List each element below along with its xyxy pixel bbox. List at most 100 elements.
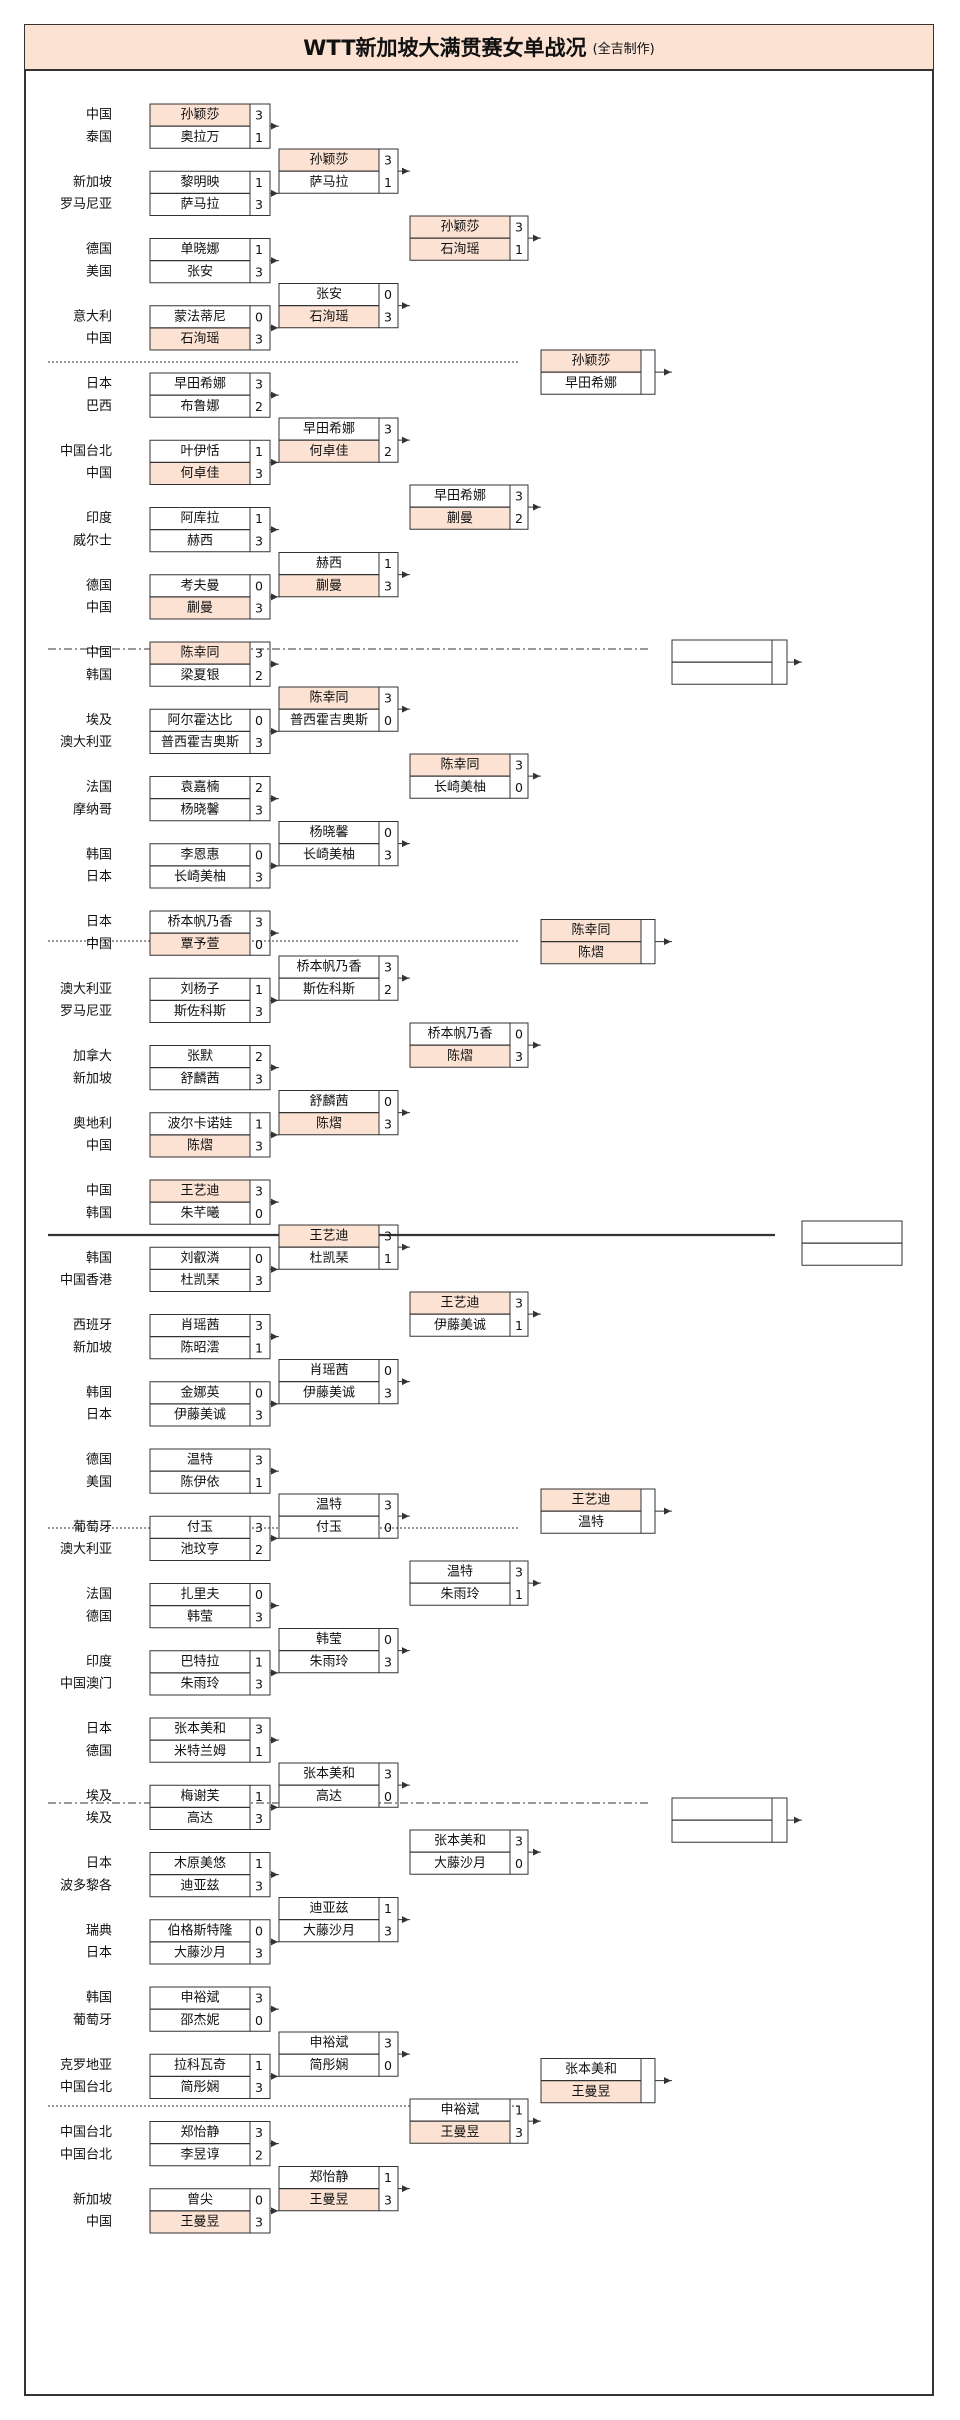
arrow-head [533, 1310, 540, 1318]
arrow-head [271, 996, 278, 1004]
player-box [149, 1605, 251, 1629]
player-box [540, 941, 642, 965]
arrow-head [533, 1848, 540, 1856]
player-name: 黎明映 [180, 175, 219, 190]
arrow-head [271, 324, 278, 332]
arrow-head [402, 705, 409, 713]
player-name: 普西霍吉奥斯 [161, 735, 239, 750]
player-name: 蒯曼 [316, 578, 342, 593]
player-name: 张安 [316, 287, 342, 302]
player-name: 陈熠 [187, 1138, 213, 1154]
player-country: 印度 [86, 510, 112, 526]
player-name: 扎里夫 [180, 1587, 219, 1602]
player-name: 王曼昱 [571, 2084, 610, 2099]
arrow-head [664, 938, 671, 946]
player-score: 0 [384, 2058, 392, 2073]
player-score: 0 [384, 1094, 392, 1109]
player-country: 罗马尼亚 [60, 1004, 112, 1019]
player-score: 3 [255, 197, 263, 212]
player-name: 朱芊曦 [180, 1205, 219, 1221]
player-name: 申裕斌 [440, 2103, 479, 2118]
player-country: 埃及 [86, 1789, 112, 1804]
player-country: 泰国 [86, 130, 112, 145]
player-country: 埃及 [86, 713, 112, 728]
player-score: 0 [384, 1363, 392, 1378]
player-name: 拉科瓦奇 [174, 2057, 226, 2073]
player-country: 澳大利亚 [60, 734, 112, 750]
player-score: 3 [515, 758, 523, 773]
player-score: 2 [255, 1049, 263, 1064]
player-score: 1 [384, 556, 392, 571]
player-name: 蒯曼 [447, 511, 473, 526]
player-score: 3 [255, 1071, 263, 1086]
player-score: 2 [255, 1542, 263, 1557]
player-box [149, 1739, 251, 1763]
player-name: 杨晓馨 [180, 801, 219, 817]
player-score: 3 [384, 422, 392, 437]
player-name: 赫西 [316, 556, 342, 571]
player-score: 3 [255, 1318, 263, 1333]
player-score: 3 [515, 489, 523, 504]
player-box [801, 1220, 903, 1244]
player-country: 中国 [86, 601, 112, 616]
player-box [671, 1819, 773, 1843]
arrow-head [402, 2185, 409, 2193]
player-box [149, 1067, 251, 1091]
player-score: 3 [255, 1273, 263, 1288]
player-name: 石洵瑶 [180, 332, 219, 347]
player-country: 德国 [86, 242, 112, 257]
player-box [149, 1470, 251, 1494]
player-country: 印度 [86, 1653, 112, 1669]
arrow-head [271, 2005, 278, 2013]
player-name: 张安 [187, 264, 213, 279]
arrow-head [271, 1871, 278, 1879]
player-score: 3 [384, 847, 392, 862]
player-name: 萨马拉 [309, 175, 348, 190]
page-title: WTT新加坡大满贯赛女单战况 (全吉制作) [25, 25, 933, 71]
player-box [149, 394, 251, 418]
player-name: 木原美悠 [174, 1856, 226, 1871]
player-box [409, 1851, 511, 1875]
player-box [149, 2210, 251, 2234]
player-name: 陈幸同 [180, 645, 219, 661]
player-score: 3 [255, 264, 263, 279]
player-box [409, 1313, 511, 1337]
player-name: 韩莹 [316, 1632, 342, 1647]
player-name: 奥拉万 [180, 130, 219, 145]
player-score: 2 [255, 2147, 263, 2162]
player-country: 中国香港 [60, 1273, 112, 1288]
player-box [278, 1919, 380, 1943]
player-country: 克罗地亚 [60, 2058, 112, 2073]
player-score: 3 [515, 1834, 523, 1849]
arrow-head [794, 658, 801, 666]
player-country: 日本 [86, 870, 112, 885]
player-name: 陈熠 [447, 1048, 473, 1064]
player-country: 中国 [86, 108, 112, 123]
player-score: 1 [255, 1856, 263, 1871]
player-score: 0 [255, 1385, 263, 1400]
player-name: 叶伊恬 [180, 444, 219, 459]
arrow-head [271, 1534, 278, 1542]
player-name: 刘杨子 [180, 982, 219, 997]
player-name: 舒麟茜 [309, 1093, 348, 1109]
player-name: 刘叡潾 [180, 1251, 219, 1266]
arrow-head [271, 727, 278, 735]
player-country: 美国 [86, 264, 112, 279]
player-score: 1 [255, 511, 263, 526]
player-score: 3 [255, 1004, 263, 1019]
player-name: 桥本帆乃香 [167, 915, 232, 930]
player-name: 桥本帆乃香 [427, 1027, 492, 1042]
arrow-head [271, 391, 278, 399]
player-box [149, 1807, 251, 1830]
player-score: 3 [384, 2192, 392, 2207]
arrow-head [402, 571, 409, 579]
player-name: 杜凯琹 [180, 1273, 219, 1288]
player-country: 澳大利亚 [60, 1541, 112, 1557]
player-country: 韩国 [86, 847, 112, 862]
player-score: 2 [255, 399, 263, 414]
player-country: 中国 [86, 466, 112, 481]
player-country: 中国 [86, 1184, 112, 1199]
arrow-head [533, 1041, 540, 1049]
player-country: 澳大利亚 [60, 981, 112, 997]
player-name: 付玉 [316, 1520, 342, 1535]
